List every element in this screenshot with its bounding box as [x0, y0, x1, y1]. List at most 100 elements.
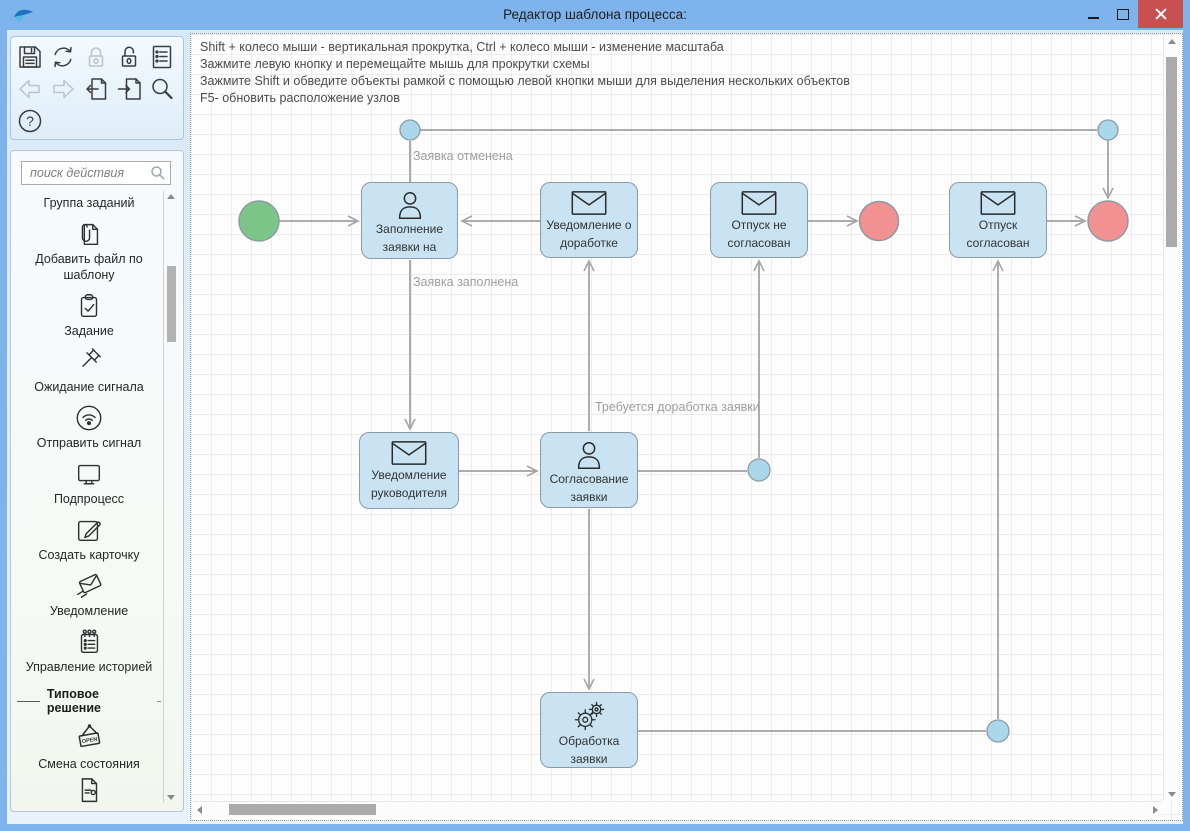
edge-waypoint[interactable] — [986, 719, 1010, 743]
action-item-task[interactable]: Задание — [64, 291, 114, 339]
search-input[interactable] — [21, 161, 171, 185]
svg-text:?: ? — [26, 113, 34, 129]
start-event[interactable] — [238, 200, 280, 242]
diagram-canvas[interactable]: Shift + колесо мыши - вертикальная прокр… — [190, 33, 1183, 821]
step-in-button[interactable] — [114, 74, 144, 104]
task-label: Обработка заявки — [558, 734, 620, 766]
search-button[interactable] — [147, 74, 177, 104]
action-search — [21, 161, 171, 185]
person-icon — [577, 441, 601, 469]
minimize-icon — [1087, 17, 1099, 19]
action-item-create-card[interactable]: Создать карточку — [38, 515, 140, 563]
task-node-approve-request[interactable]: Согласование заявки — [540, 432, 638, 508]
edit-card-icon — [77, 520, 101, 542]
edge-waypoint[interactable] — [1097, 119, 1119, 141]
page-arrow-right-icon — [117, 78, 141, 100]
task-node-approved[interactable]: Отпуск согласован — [949, 182, 1047, 258]
action-item-label: Уведомление — [49, 604, 129, 618]
group-header-standard-solution: Типовое решение — [17, 687, 161, 715]
mail-icon — [980, 191, 1016, 215]
notepad-icon — [80, 629, 99, 654]
task-node-rework-notice[interactable]: Уведомление о доработке заявки — [540, 182, 638, 258]
arrow-right-icon — [53, 79, 74, 99]
save-button[interactable] — [15, 42, 45, 72]
scroll-up-arrow[interactable] — [167, 194, 175, 199]
scroll-thumb[interactable] — [1166, 57, 1177, 247]
action-item-label: Подпроцесс — [53, 492, 125, 506]
lock-icon — [88, 47, 104, 67]
app-logo-icon — [14, 9, 33, 22]
group-header-label: Типовое решение — [46, 687, 101, 715]
action-item-change-state[interactable]: OPEN Смена состояния — [38, 722, 140, 772]
refresh-button[interactable] — [48, 42, 78, 72]
action-item-label: Задание — [64, 324, 114, 338]
maximize-icon — [1117, 8, 1129, 20]
action-item-label: Ожидание сигнала — [34, 380, 144, 394]
task-node-notify-manager[interactable]: Уведомление руководителя — [359, 432, 459, 509]
help-line: Зажмите левую кнопку и перемещайте мышь … — [200, 57, 590, 71]
scroll-left-arrow[interactable] — [197, 806, 202, 814]
task-node-fill-request[interactable]: Заполнение заявки на отпуск — [361, 182, 458, 259]
scroll-down-arrow[interactable] — [1168, 792, 1176, 797]
back-button[interactable] — [15, 74, 45, 104]
diagram-layer — [238, 119, 1129, 743]
unlock-icon — [121, 46, 137, 67]
scroll-right-arrow[interactable] — [1153, 806, 1158, 814]
svg-text:OPEN: OPEN — [81, 737, 97, 746]
edge-label: Заявка отменена — [413, 149, 513, 163]
unlock-button[interactable] — [114, 42, 144, 72]
save-icon — [19, 46, 41, 68]
step-out-button[interactable] — [81, 74, 111, 104]
mail-icon — [741, 191, 777, 215]
edge-waypoint[interactable] — [399, 119, 421, 141]
document-partial-icon — [81, 778, 98, 803]
scroll-down-arrow[interactable] — [167, 795, 175, 800]
mail-icon — [571, 191, 607, 215]
action-item-label: Добавить файл по шаблону — [35, 252, 143, 282]
edge-waypoint[interactable] — [747, 458, 771, 482]
question-icon: ? — [18, 109, 42, 133]
actions-list: Группа заданий Добавить файл по шаблону … — [17, 193, 161, 804]
document-list-icon — [152, 45, 172, 69]
file-paperclip-icon — [81, 223, 99, 246]
action-item-wait-signal[interactable]: Ожидание сигнала — [34, 347, 144, 395]
action-item-task-group[interactable]: Группа заданий — [44, 195, 135, 211]
properties-button[interactable] — [147, 42, 177, 72]
titlebar: Редактор шаблона процесса: — [0, 0, 1190, 30]
end-event[interactable] — [1087, 200, 1129, 242]
edge-label: Требуется доработка заявки — [595, 400, 760, 414]
action-item-label: Смена состояния — [38, 757, 140, 771]
scroll-up-arrow[interactable] — [1168, 39, 1176, 44]
close-button[interactable] — [1138, 0, 1183, 28]
pushpin-icon — [82, 348, 101, 367]
action-item-send-signal[interactable]: Отправить сигнал — [37, 403, 141, 451]
action-item-label: Создать карточку — [38, 548, 140, 562]
window-content: ? Группа заданий — [7, 30, 1183, 824]
close-icon — [1155, 8, 1167, 20]
scroll-thumb[interactable] — [229, 804, 376, 815]
canvas-horizontal-scrollbar[interactable] — [193, 801, 1162, 818]
help-line: Зажмите Shift и обведите объекты рамкой … — [200, 74, 850, 88]
task-node-not-approved[interactable]: Отпуск не согласован — [710, 182, 808, 258]
action-item-history[interactable]: Управление историей — [26, 627, 152, 675]
end-event[interactable] — [858, 200, 900, 242]
maximize-button[interactable] — [1108, 0, 1138, 28]
arrow-left-icon — [19, 79, 40, 99]
forward-button[interactable] — [48, 74, 78, 104]
header-line — [17, 700, 40, 702]
action-item-add-file[interactable]: Добавить файл по шаблону — [20, 219, 158, 283]
action-item-notification[interactable]: Уведомление — [50, 571, 128, 619]
task-node-process-request[interactable]: Обработка заявки — [540, 692, 638, 768]
sidebar-scrollbar[interactable] — [163, 191, 178, 803]
help-button[interactable]: ? — [15, 106, 45, 136]
task-label: Согласование заявки — [549, 472, 629, 504]
minimize-button[interactable] — [1078, 0, 1108, 28]
lock-button[interactable] — [81, 42, 111, 72]
action-item-label: Группа заданий — [43, 196, 135, 210]
action-item-subprocess[interactable]: Подпроцесс — [54, 459, 124, 507]
action-item-partial[interactable] — [74, 777, 104, 804]
scroll-thumb[interactable] — [167, 266, 176, 342]
canvas-vertical-scrollbar[interactable] — [1163, 36, 1180, 800]
task-label: Заполнение заявки на отпуск — [375, 222, 444, 258]
